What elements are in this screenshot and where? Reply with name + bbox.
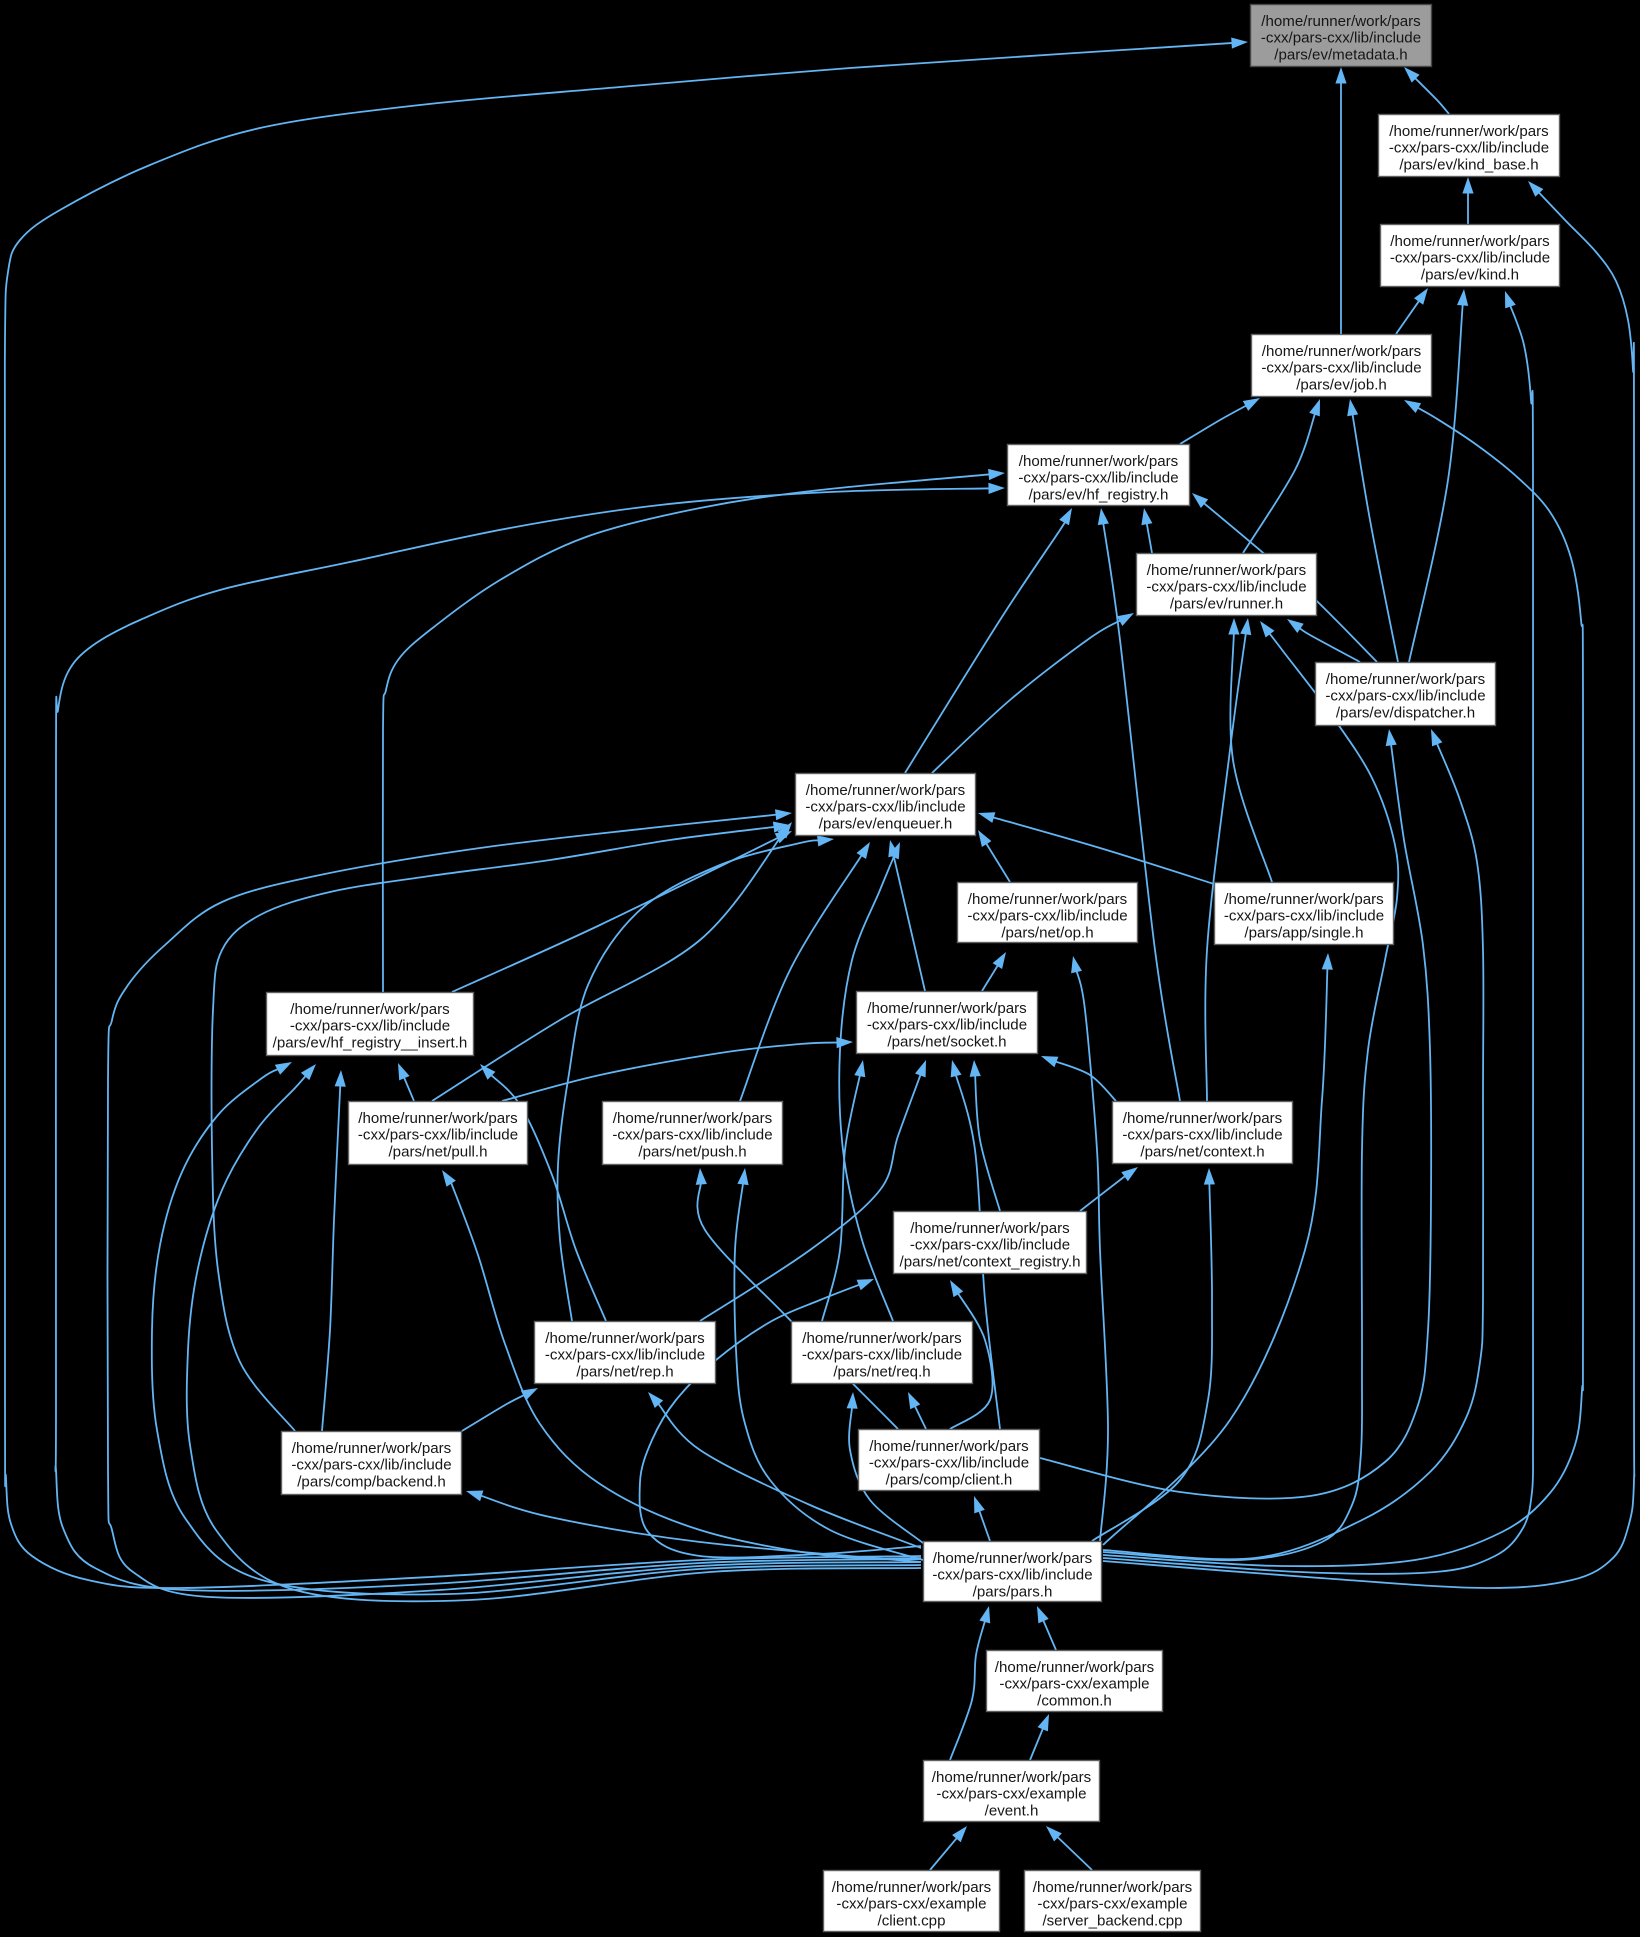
svg-text:/pars/ev/job.h: /pars/ev/job.h [1296, 376, 1387, 393]
svg-text:-cxx/pars-cxx/lib/include: -cxx/pars-cxx/lib/include [910, 1237, 1070, 1254]
svg-text:/pars/ev/metadata.h: /pars/ev/metadata.h [1274, 46, 1407, 63]
svg-text:/home/runner/work/pars: /home/runner/work/pars [1123, 1110, 1282, 1127]
svg-text:-cxx/pars-cxx/lib/include: -cxx/pars-cxx/lib/include [932, 1567, 1092, 1584]
svg-text:/pars/ev/runner.h: /pars/ev/runner.h [1170, 595, 1283, 612]
svg-text:/home/runner/work/pars: /home/runner/work/pars [932, 1769, 1091, 1786]
svg-text:/event.h: /event.h [985, 1802, 1039, 1819]
svg-text:/client.cpp: /client.cpp [878, 1912, 946, 1929]
svg-text:/home/runner/work/pars: /home/runner/work/pars [1390, 233, 1549, 250]
svg-text:/server_backend.cpp: /server_backend.cpp [1042, 1912, 1182, 1929]
svg-text:/pars/ev/dispatcher.h: /pars/ev/dispatcher.h [1336, 704, 1475, 721]
svg-text:/home/runner/work/pars: /home/runner/work/pars [806, 782, 965, 799]
svg-text:-cxx/pars-cxx/example: -cxx/pars-cxx/example [999, 1676, 1149, 1693]
svg-text:/pars/pars.h: /pars/pars.h [973, 1583, 1053, 1600]
svg-text:/home/runner/work/pars: /home/runner/work/pars [1019, 453, 1178, 470]
svg-text:-cxx/pars-cxx/lib/include: -cxx/pars-cxx/lib/include [867, 1017, 1027, 1034]
svg-text:/pars/net/pull.h: /pars/net/pull.h [388, 1143, 487, 1160]
svg-text:-cxx/pars-cxx/example: -cxx/pars-cxx/example [836, 1896, 986, 1913]
svg-text:-cxx/pars-cxx/lib/include: -cxx/pars-cxx/lib/include [545, 1347, 705, 1364]
svg-text:-cxx/pars-cxx/lib/include: -cxx/pars-cxx/lib/include [291, 1457, 451, 1474]
svg-text:-cxx/pars-cxx/lib/include: -cxx/pars-cxx/lib/include [1018, 470, 1178, 487]
svg-text:/pars/net/op.h: /pars/net/op.h [1001, 924, 1093, 941]
svg-text:/pars/net/rep.h: /pars/net/rep.h [576, 1363, 673, 1380]
svg-text:/home/runner/work/pars: /home/runner/work/pars [292, 1440, 451, 1457]
svg-text:/home/runner/work/pars: /home/runner/work/pars [545, 1330, 704, 1347]
svg-text:-cxx/pars-cxx/lib/include: -cxx/pars-cxx/lib/include [1261, 30, 1421, 47]
svg-text:/home/runner/work/pars: /home/runner/work/pars [910, 1220, 1069, 1237]
svg-text:/pars/comp/client.h: /pars/comp/client.h [886, 1471, 1013, 1488]
svg-text:/home/runner/work/pars: /home/runner/work/pars [1326, 671, 1485, 688]
svg-text:-cxx/pars-cxx/lib/include: -cxx/pars-cxx/lib/include [1261, 360, 1421, 377]
svg-text:-cxx/pars-cxx/lib/include: -cxx/pars-cxx/lib/include [290, 1018, 450, 1035]
svg-text:/home/runner/work/pars: /home/runner/work/pars [1261, 13, 1420, 30]
svg-text:/home/runner/work/pars: /home/runner/work/pars [1262, 343, 1421, 360]
svg-text:/home/runner/work/pars: /home/runner/work/pars [1389, 123, 1548, 140]
svg-text:-cxx/pars-cxx/lib/include: -cxx/pars-cxx/lib/include [1325, 688, 1485, 705]
svg-text:-cxx/pars-cxx/lib/include: -cxx/pars-cxx/lib/include [1146, 579, 1306, 596]
svg-text:-cxx/pars-cxx/lib/include: -cxx/pars-cxx/lib/include [1224, 908, 1384, 925]
svg-text:/pars/net/req.h: /pars/net/req.h [833, 1363, 930, 1380]
svg-text:/home/runner/work/pars: /home/runner/work/pars [1147, 562, 1306, 579]
svg-text:-cxx/pars-cxx/example: -cxx/pars-cxx/example [936, 1786, 1086, 1803]
svg-text:/home/runner/work/pars: /home/runner/work/pars [358, 1110, 517, 1127]
svg-text:-cxx/pars-cxx/lib/include: -cxx/pars-cxx/lib/include [967, 908, 1127, 925]
svg-text:/pars/net/context_registry.h: /pars/net/context_registry.h [900, 1253, 1081, 1270]
svg-text:/home/runner/work/pars: /home/runner/work/pars [869, 1438, 1028, 1455]
svg-text:/home/runner/work/pars: /home/runner/work/pars [832, 1879, 991, 1896]
svg-text:/pars/ev/kind.h: /pars/ev/kind.h [1421, 266, 1519, 283]
svg-text:/home/runner/work/pars: /home/runner/work/pars [802, 1330, 961, 1347]
svg-text:-cxx/pars-cxx/lib/include: -cxx/pars-cxx/lib/include [802, 1347, 962, 1364]
svg-text:/pars/net/socket.h: /pars/net/socket.h [887, 1033, 1006, 1050]
svg-text:-cxx/pars-cxx/lib/include: -cxx/pars-cxx/lib/include [805, 799, 965, 816]
svg-text:/home/runner/work/pars: /home/runner/work/pars [613, 1110, 772, 1127]
svg-text:/pars/comp/backend.h: /pars/comp/backend.h [297, 1473, 446, 1490]
svg-text:/home/runner/work/pars: /home/runner/work/pars [1033, 1879, 1192, 1896]
svg-text:/pars/ev/hf_registry.h: /pars/ev/hf_registry.h [1029, 486, 1169, 503]
svg-text:/pars/app/single.h: /pars/app/single.h [1244, 924, 1363, 941]
svg-text:-cxx/pars-cxx/example: -cxx/pars-cxx/example [1037, 1896, 1187, 1913]
svg-text:-cxx/pars-cxx/lib/include: -cxx/pars-cxx/lib/include [612, 1127, 772, 1144]
svg-text:/pars/net/push.h: /pars/net/push.h [638, 1143, 746, 1160]
svg-text:-cxx/pars-cxx/lib/include: -cxx/pars-cxx/lib/include [1122, 1127, 1282, 1144]
svg-text:-cxx/pars-cxx/lib/include: -cxx/pars-cxx/lib/include [1390, 250, 1550, 267]
svg-text:-cxx/pars-cxx/lib/include: -cxx/pars-cxx/lib/include [358, 1127, 518, 1144]
svg-text:/home/runner/work/pars: /home/runner/work/pars [995, 1659, 1154, 1676]
svg-text:/home/runner/work/pars: /home/runner/work/pars [290, 1001, 449, 1018]
svg-text:/pars/ev/enqueuer.h: /pars/ev/enqueuer.h [819, 815, 952, 832]
svg-text:/pars/net/context.h: /pars/net/context.h [1140, 1143, 1264, 1160]
svg-text:/pars/ev/kind_base.h: /pars/ev/kind_base.h [1399, 156, 1538, 173]
svg-text:/home/runner/work/pars: /home/runner/work/pars [1224, 891, 1383, 908]
svg-text:-cxx/pars-cxx/lib/include: -cxx/pars-cxx/lib/include [869, 1455, 1029, 1472]
svg-text:/pars/ev/hf_registry__insert.h: /pars/ev/hf_registry__insert.h [273, 1034, 468, 1051]
svg-text:/home/runner/work/pars: /home/runner/work/pars [933, 1550, 1092, 1567]
svg-text:/home/runner/work/pars: /home/runner/work/pars [968, 891, 1127, 908]
svg-text:-cxx/pars-cxx/lib/include: -cxx/pars-cxx/lib/include [1389, 140, 1549, 157]
svg-text:/home/runner/work/pars: /home/runner/work/pars [867, 1000, 1026, 1017]
svg-text:/common.h: /common.h [1037, 1692, 1112, 1709]
